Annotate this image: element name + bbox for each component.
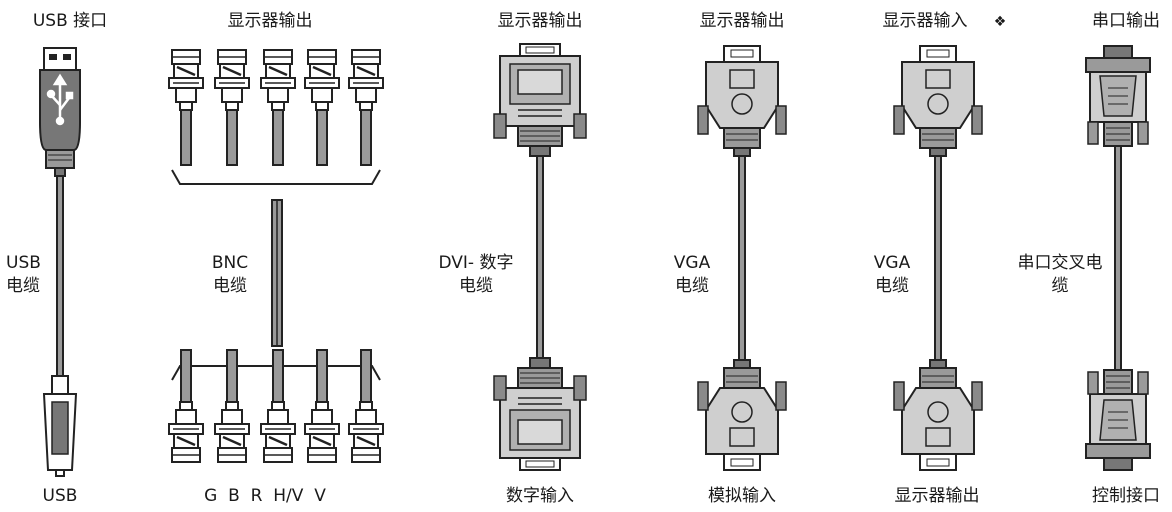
bnc-bottom-label: G B R H/V V <box>204 486 326 506</box>
vga2-cable <box>893 45 983 471</box>
usb-cable-label-2: 电缆 <box>6 276 40 296</box>
vga1-cable <box>697 45 787 471</box>
vga1-top-label: 显示器输出 <box>699 11 785 31</box>
vga1-cable-label-2: 电缆 <box>675 276 709 296</box>
vga2-bottom-label: 显示器输出 <box>894 486 980 506</box>
usb-cable-label-1: USB <box>6 253 41 273</box>
bnc-cable <box>167 48 385 464</box>
bnc-cable-label-2: 电缆 <box>213 276 247 296</box>
vga1-bottom-label: 模拟输入 <box>708 486 776 506</box>
bnc-cable-label-1: BNC <box>211 253 249 273</box>
bnc-top-label: 显示器输出 <box>227 11 313 31</box>
dvi-cable-label-1: DVI- 数字 <box>438 253 514 273</box>
usb-top-label: USB 接口 <box>32 11 108 31</box>
dvi-top-label: 显示器输出 <box>497 11 583 31</box>
usb-cable <box>39 47 81 477</box>
serial-top-label: 串口输出 <box>1092 11 1160 31</box>
vga1-cable-label-1: VGA <box>673 253 711 273</box>
serial-cable-label-1: 串口交叉电 <box>1017 253 1103 273</box>
dvi-cable-label-2: 电缆 <box>459 276 493 296</box>
vga2-top-label: 显示器输入 <box>882 11 968 31</box>
serial-bottom-label: 控制接口 <box>1092 486 1160 506</box>
dvi-bottom-label: 数字输入 <box>506 486 574 506</box>
serial-cable-label-2: 缆 <box>1051 276 1069 296</box>
usb-bottom-label: USB <box>42 486 78 506</box>
vga2-cable-label-1: VGA <box>873 253 911 273</box>
dvi-cable <box>493 43 587 471</box>
serial-cable <box>1085 45 1151 471</box>
diamond-marker-icon: ❖ <box>993 14 1007 30</box>
vga2-cable-label-2: 电缆 <box>875 276 909 296</box>
